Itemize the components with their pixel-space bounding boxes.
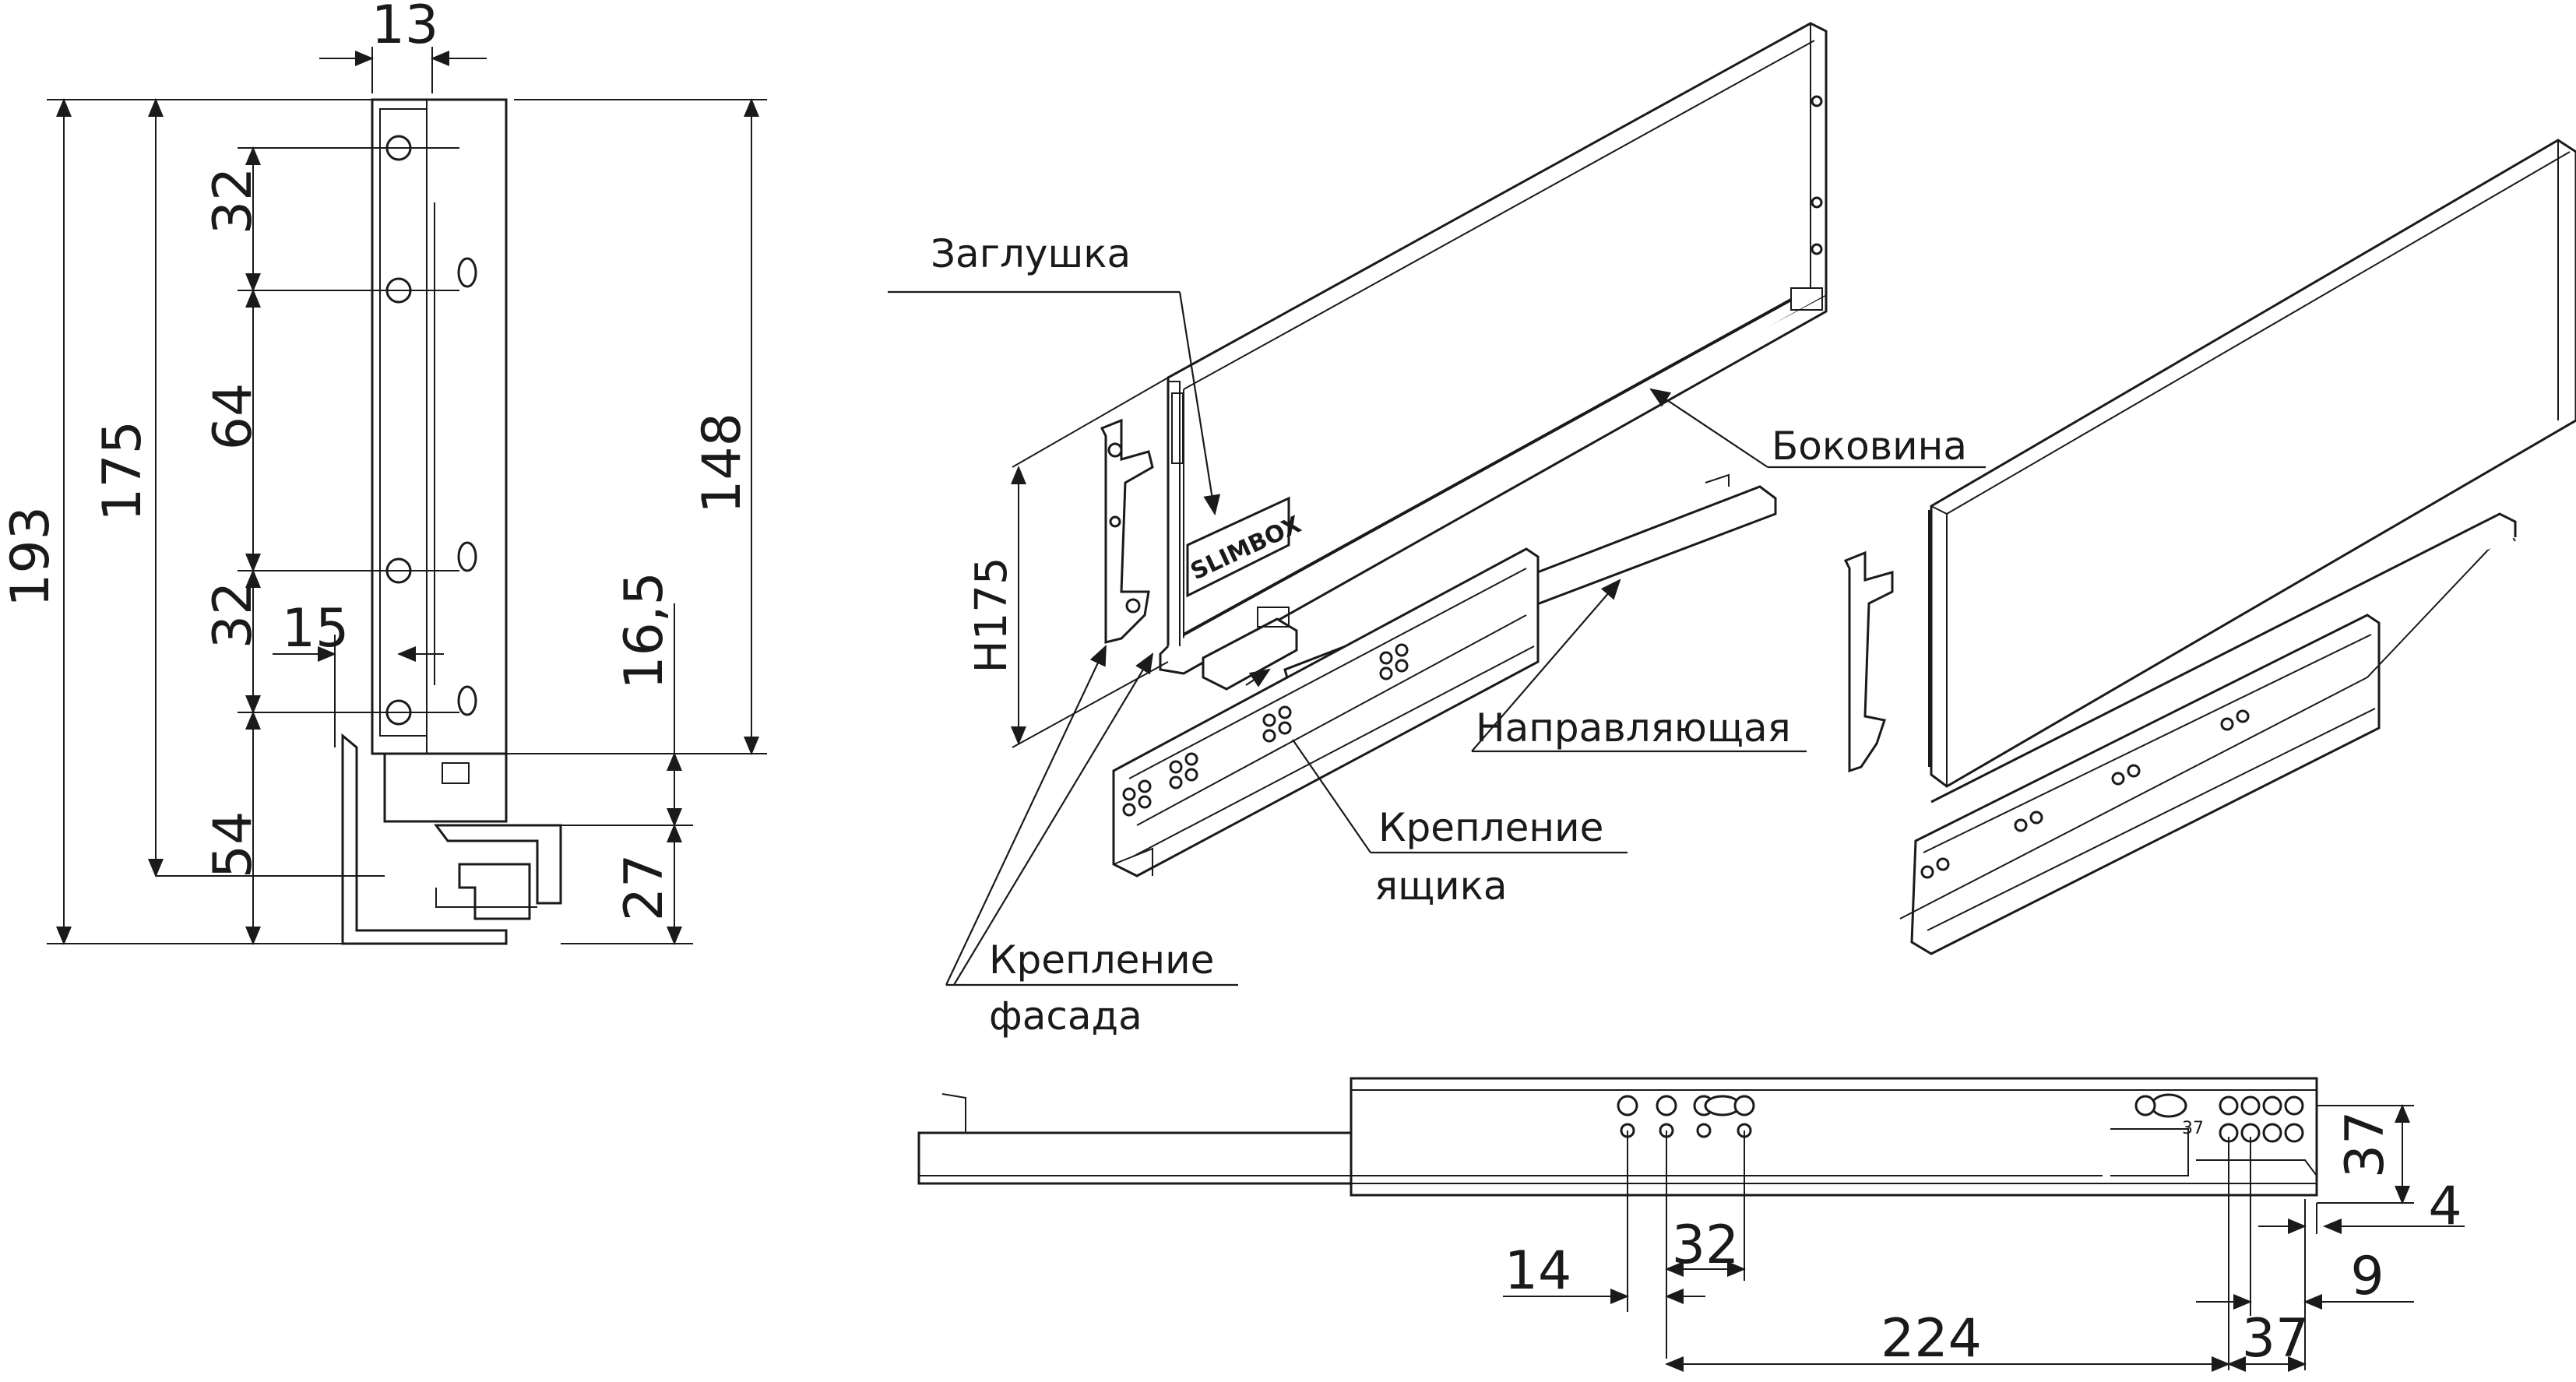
assembled-drawer-iso <box>1843 139 2576 955</box>
dim-27: 27 <box>614 854 675 922</box>
dim-32-bottom: 32 <box>1672 1215 1740 1276</box>
dim-14: 14 <box>1504 1240 1572 1302</box>
label-plug: Заглушка <box>931 231 1131 276</box>
side-panel-outline <box>371 98 508 755</box>
dim-h175: H175 <box>966 557 1017 673</box>
exploded-isometric-view: SLIMBOX <box>888 22 2576 1039</box>
dim-193: 193 <box>0 506 62 607</box>
dim-37-bottom: 37 <box>2242 1308 2310 1370</box>
dim-175: 175 <box>92 420 153 522</box>
label-front-mount-2: фасада <box>989 993 1142 1039</box>
dim-224: 224 <box>1881 1308 1982 1370</box>
dim-13: 13 <box>371 0 439 56</box>
box-mount-clip <box>1202 607 1298 691</box>
dim-9: 9 <box>2350 1246 2384 1307</box>
side-profile-view: 13 193 175 32 64 32 54 15 148 <box>0 0 767 945</box>
dim-16-5: 16,5 <box>614 571 675 689</box>
label-front-mount-1: Крепление <box>989 937 1214 983</box>
runner-holes <box>1122 643 1409 817</box>
label-side: Боковина <box>1772 424 1967 469</box>
dim-15: 15 <box>282 598 350 659</box>
brand-plug <box>1186 496 1290 598</box>
dim-32-lower: 32 <box>202 582 264 649</box>
runner-side-view: 37 37 4 14 32 9 224 37 <box>917 1077 2465 1372</box>
dim-32-top: 32 <box>202 167 264 235</box>
runner-iso <box>1112 473 1777 877</box>
dim-54: 54 <box>202 811 264 879</box>
dim-37-right: 37 <box>2335 1111 2396 1179</box>
dim-64: 64 <box>202 383 264 451</box>
runner-cross-section <box>341 733 562 945</box>
label-runner: Направляющая <box>1476 705 1791 751</box>
dim-148: 148 <box>692 413 753 514</box>
label-box-mount-2: ящика <box>1374 863 1508 909</box>
dim-4: 4 <box>2428 1176 2462 1237</box>
dim-37-small: 37 <box>2182 1119 2204 1138</box>
runner-side-holes <box>1617 1093 2304 1143</box>
label-box-mount-1: Крепление <box>1378 805 1603 850</box>
front-mount-iso <box>1100 418 1154 644</box>
